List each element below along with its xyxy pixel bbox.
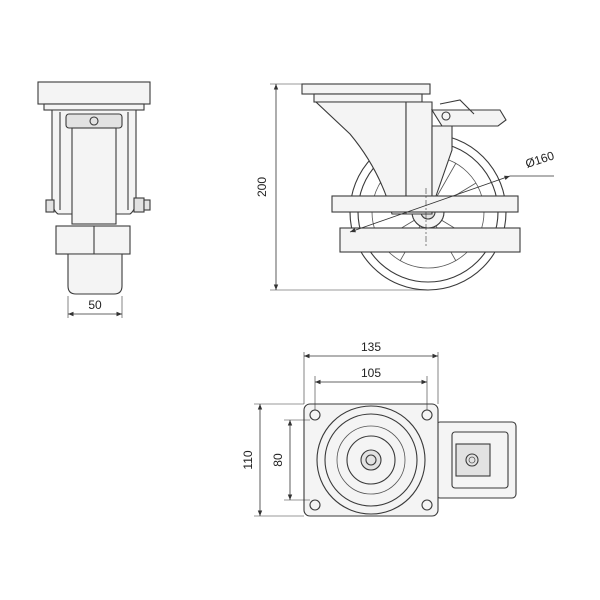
- front-kingpin-housing: [65, 113, 123, 129]
- top-swivel-race-outer: [316, 405, 426, 515]
- front-axle-cap: [143, 199, 151, 211]
- front-view: 50: [37, 81, 151, 318]
- dim-plate-depth: 110: [241, 450, 255, 469]
- front-kingpin-icon: [89, 116, 99, 126]
- top-brake-bolt-icon: [465, 453, 479, 467]
- dim-wheel-diameter-line: [349, 175, 511, 233]
- top-kingpin-icon: [360, 449, 382, 471]
- front-plate-base: [43, 103, 145, 111]
- dim-wheel-width: 50: [88, 298, 102, 312]
- dim-plate-width: 135: [361, 340, 381, 354]
- top-brake-pedal: [455, 443, 491, 477]
- side-base-bar: [331, 195, 519, 213]
- dim-hole-spacing-depth: 80: [271, 453, 285, 467]
- front-fork-legs: [59, 112, 129, 210]
- dim-hole-spacing-width: 105: [361, 366, 381, 380]
- side-brake-pivot-icon: [441, 111, 451, 121]
- front-axle-nut-left: [45, 199, 55, 213]
- dim-wheel-diameter: Ø160: [524, 148, 557, 170]
- top-view: 135 105 110 80: [241, 340, 517, 517]
- dim-height: 200: [255, 177, 269, 197]
- top-bolt-hole-bl-icon: [309, 499, 321, 511]
- front-wheel-hub: [71, 127, 117, 225]
- front-axle-nut-right: [133, 197, 145, 213]
- front-brake-block: [55, 225, 131, 255]
- front-wheel-tread: [67, 253, 123, 295]
- side-mount-plate: [301, 83, 431, 95]
- side-brake-shoe: [339, 227, 521, 253]
- side-brake-arm: [431, 125, 453, 197]
- side-view: Ø160 200: [255, 83, 557, 291]
- top-bolt-hole-br-icon: [421, 499, 433, 511]
- side-brake-pedal: [431, 109, 507, 127]
- front-mount-plate: [37, 81, 151, 105]
